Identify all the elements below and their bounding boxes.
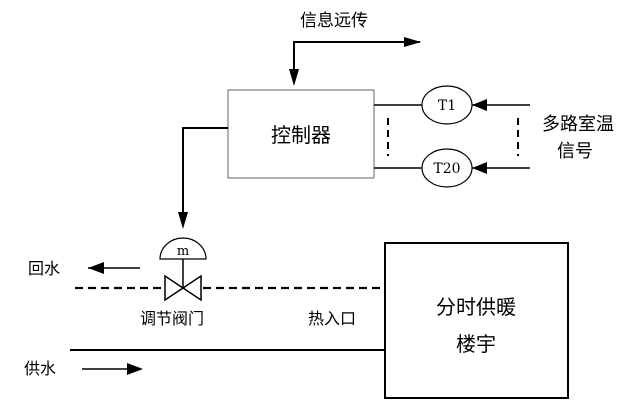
down-arrow-icon — [289, 69, 299, 86]
supply-water-label: 供水 — [24, 359, 56, 378]
left-arrow-icon — [472, 162, 487, 174]
control-signal-line — [182, 127, 228, 222]
remote-link-line — [293, 41, 420, 78]
control-signal-link — [178, 127, 228, 229]
building-label-line2: 楼宇 — [456, 332, 496, 356]
right-arrow-icon — [404, 37, 421, 47]
actuator-label: m — [177, 244, 189, 259]
left-arrow-icon — [88, 262, 104, 274]
building-label-line1: 分时供暖 — [436, 295, 516, 319]
room-temp-signal-label-line1: 多路室温 — [542, 114, 614, 135]
down-arrow-icon — [178, 212, 188, 229]
valve-left-triangle — [164, 274, 185, 302]
sensor-wiring — [374, 99, 530, 174]
remote-transmission-label: 信息远传 — [300, 11, 368, 31]
sensor-t1-label: T1 — [438, 98, 456, 114]
right-arrow-icon — [127, 363, 143, 375]
sensor-t20-circle — [421, 148, 473, 188]
return-water-label: 回水 — [28, 259, 60, 278]
sensor-t20-label: T20 — [433, 161, 460, 177]
building-box — [384, 242, 569, 399]
remote-transmission-link — [289, 37, 421, 86]
left-arrow-icon — [472, 99, 487, 111]
regulating-valve-label: 调节阀门 — [140, 309, 204, 328]
actuator-dome — [159, 237, 207, 260]
room-temp-signal-label-line2: 信号 — [557, 141, 593, 162]
heat-inlet-label: 热入口 — [308, 309, 356, 328]
controller-box — [227, 89, 375, 179]
valve-right-triangle — [181, 274, 202, 302]
sensor-t1-circle — [421, 85, 473, 125]
controller-label: 控制器 — [271, 123, 331, 147]
